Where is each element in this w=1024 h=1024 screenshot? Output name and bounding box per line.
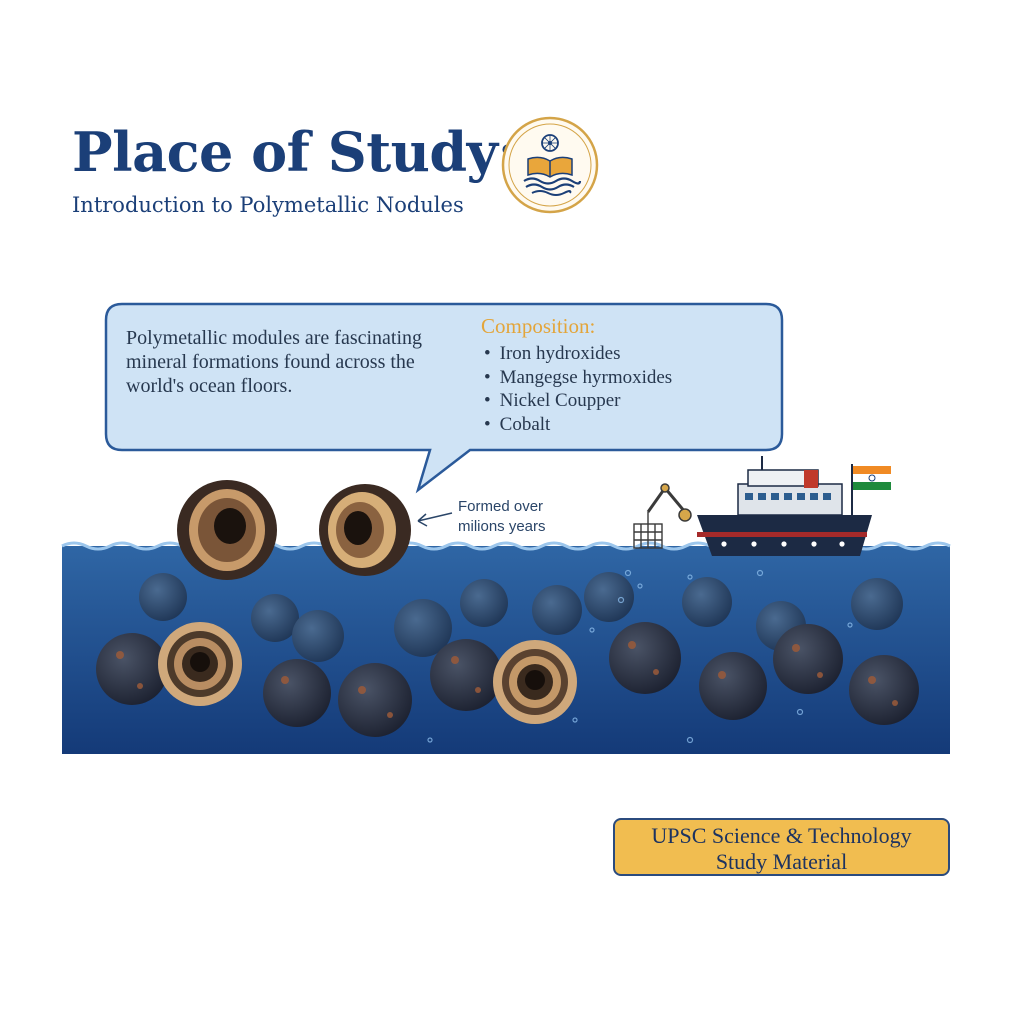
india-flag-icon — [853, 466, 891, 490]
nodule-cross-section — [158, 622, 242, 706]
annotation-line: milions years — [458, 518, 546, 535]
arrow-icon — [417, 512, 453, 527]
study-material-badge: UPSC Science & Technology Study Material — [613, 818, 950, 876]
annotation-line: Formed over — [458, 498, 544, 515]
page-title: Place of Study: — [72, 120, 517, 184]
nodule-cross-section — [319, 484, 411, 576]
emblem-book-waves-icon — [501, 116, 599, 214]
nodule — [96, 622, 919, 737]
intro-text: Polymetallic modules are fascinating min… — [126, 327, 423, 397]
list-item: Iron hydroxides — [484, 342, 672, 366]
badge-line: Study Material — [715, 849, 848, 874]
badge-line: UPSC Science & Technology — [651, 823, 912, 848]
formation-annotation: Formed over milions years — [458, 497, 578, 537]
page-subtitle: Introduction to Polymetallic Nodules — [72, 193, 464, 217]
list-item: Nickel Coupper — [484, 389, 672, 413]
composition-list: Iron hydroxides Mangegse hyrmoxides Nick… — [484, 342, 673, 437]
nodule-cross-section — [177, 480, 277, 580]
nodule-cross-section — [493, 640, 577, 724]
list-item: Mangegse hyrmoxides — [484, 366, 673, 390]
ship-icon — [697, 456, 872, 556]
composition-title: Composition: — [481, 314, 596, 338]
dredge-cage-icon — [633, 512, 663, 549]
list-item: Cobalt — [484, 413, 672, 437]
crane-icon — [646, 483, 692, 522]
